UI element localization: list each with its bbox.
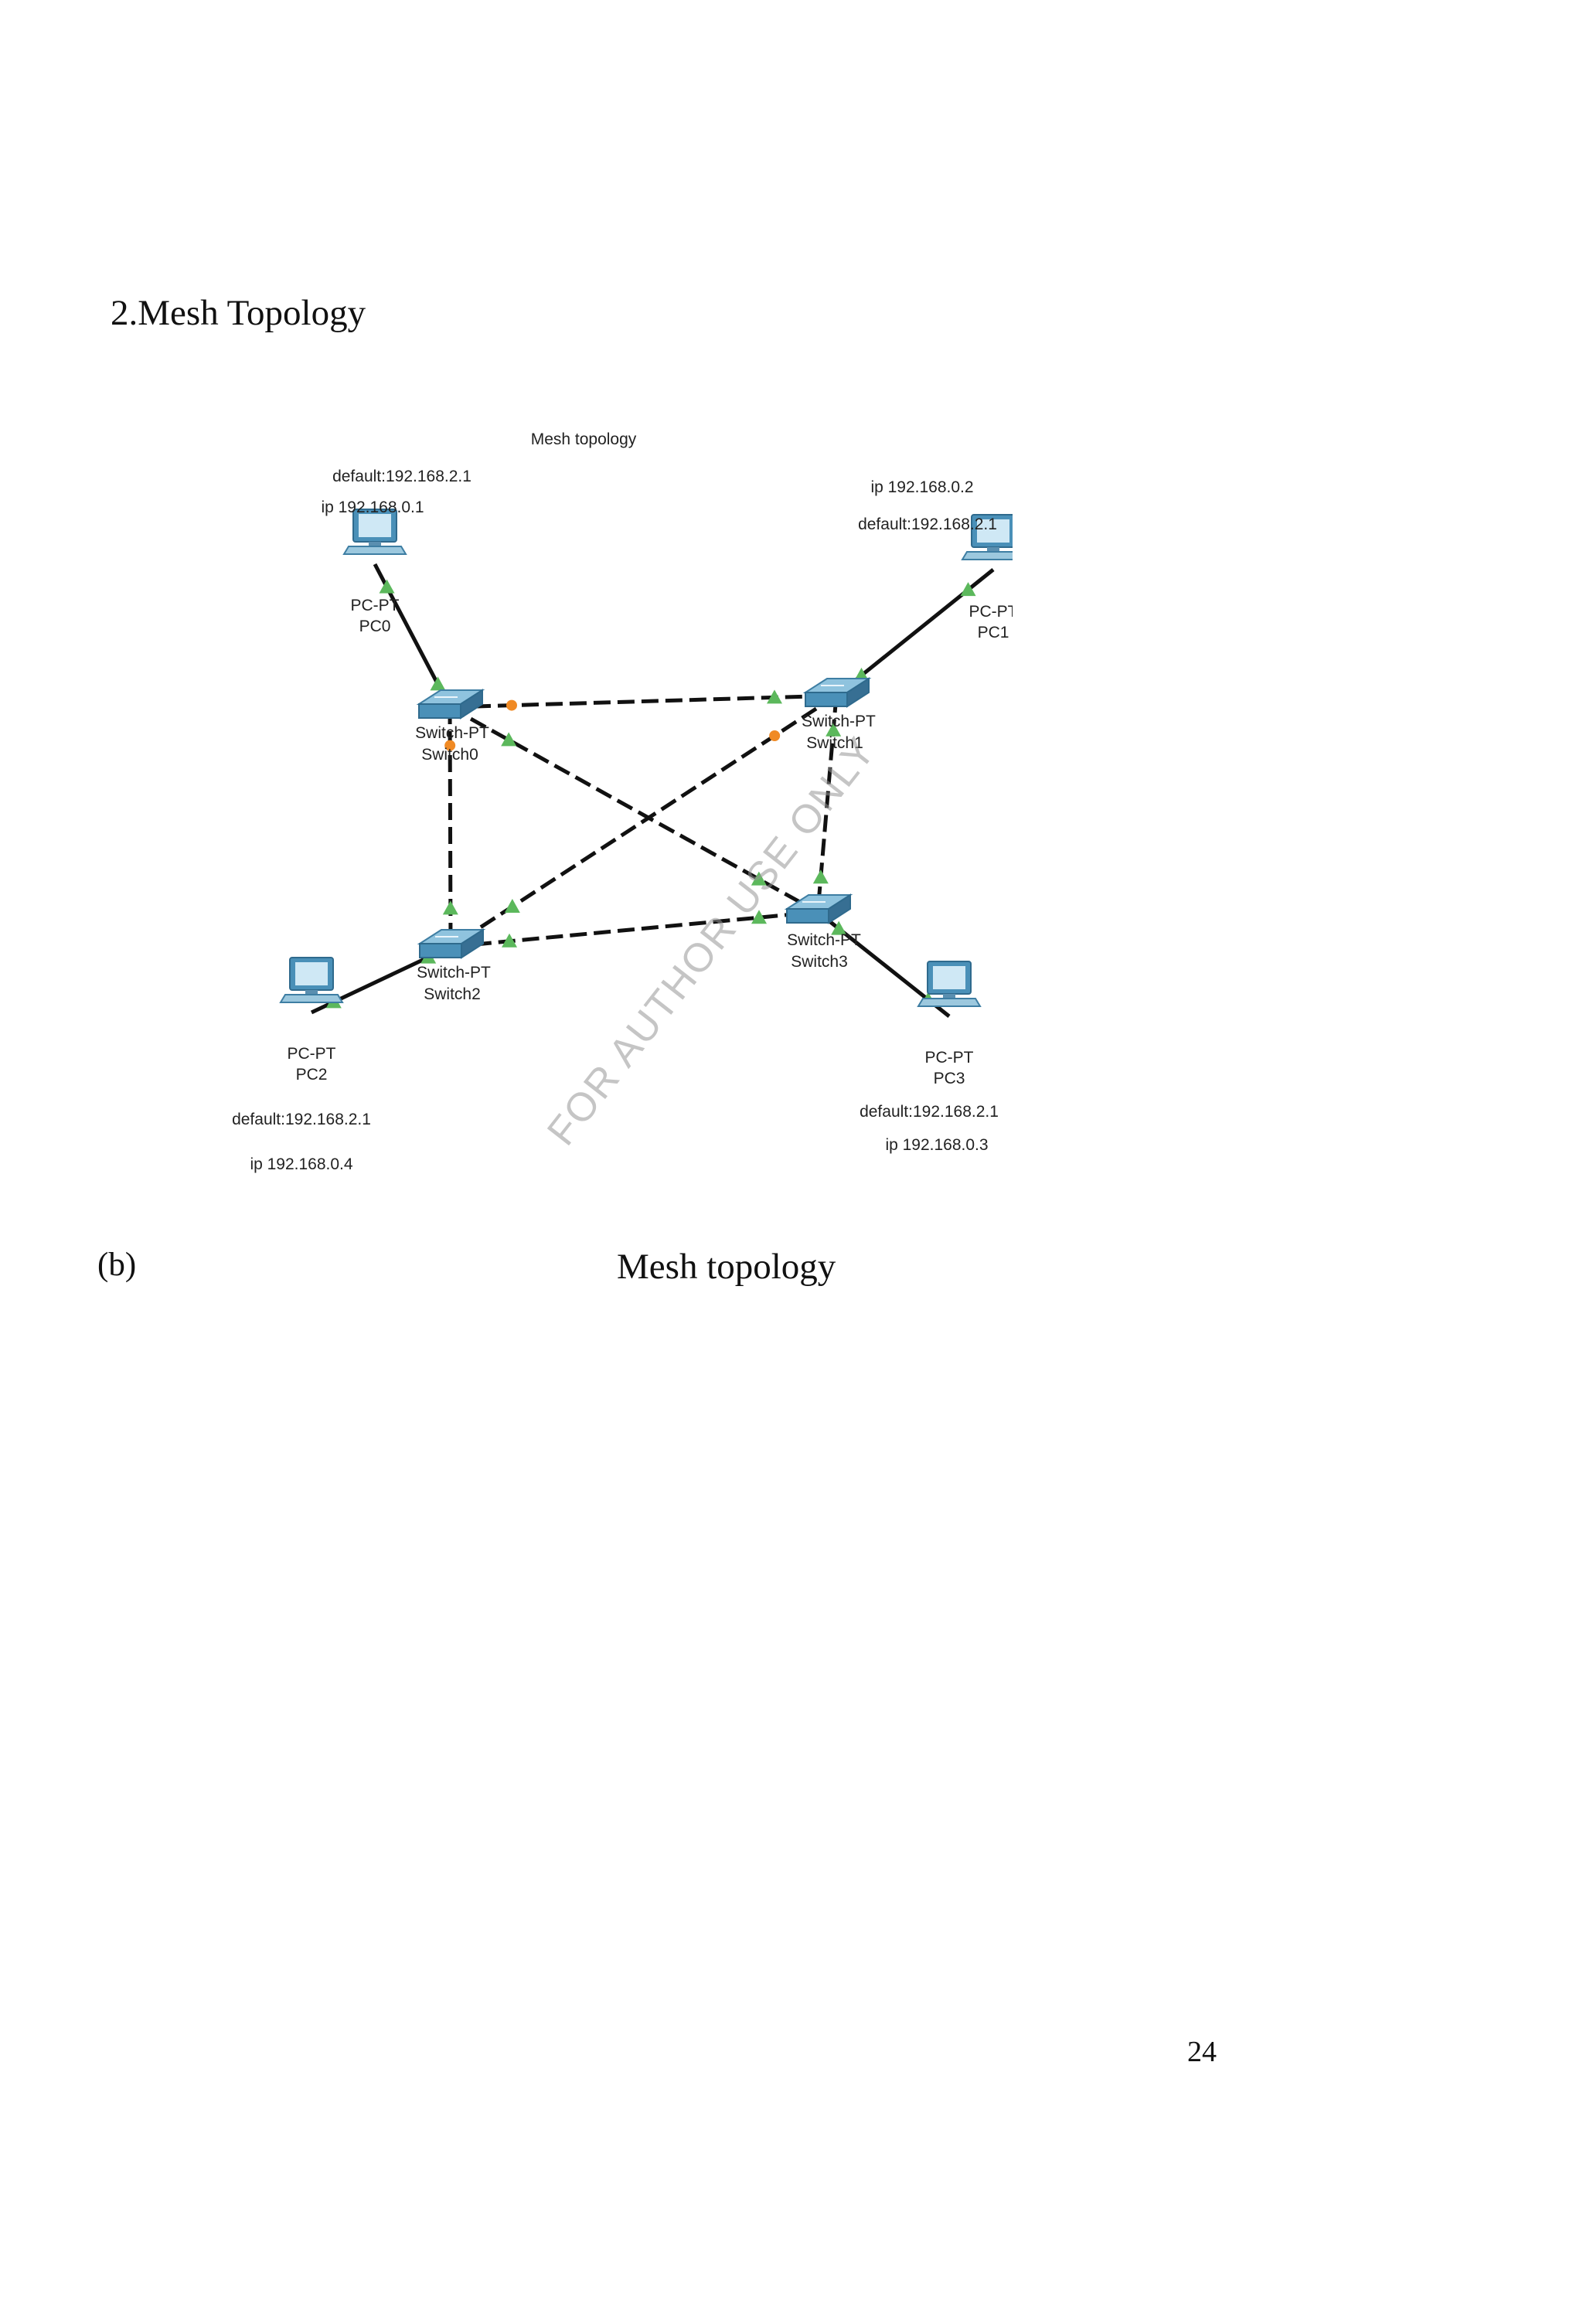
page-number: 24 [1187, 2036, 1217, 2068]
link-up-marker [751, 871, 767, 886]
sw1-switch-icon[interactable] [802, 677, 872, 708]
switch0-name-label: Switch0 [421, 746, 478, 764]
pc0-pc-icon[interactable] [342, 509, 407, 555]
pc2-ip-label: ip 192.168.0.4 [250, 1155, 352, 1173]
figure-caption: Mesh topology [617, 1247, 836, 1287]
pc2-name-label: PC2 [296, 1066, 328, 1084]
pc1-gateway-label: default:192.168.2.1 [858, 515, 997, 533]
pc0-ip-label: ip 192.168.0.1 [321, 498, 424, 516]
link-up-marker [826, 722, 842, 737]
nodes-layer [279, 509, 1013, 1007]
switch3-name-label: Switch3 [791, 953, 848, 971]
pc3-type-label: PC-PT [925, 1049, 974, 1067]
link-up-marker [751, 910, 767, 924]
switch3-type-label: Switch-PT [787, 931, 861, 949]
link-blocked-marker [769, 730, 781, 741]
link-up-marker [767, 689, 782, 704]
link-up-marker [812, 869, 829, 884]
pc1-pc-icon[interactable] [961, 514, 1013, 560]
pc1-ip-label: ip 192.168.0.2 [870, 478, 973, 496]
pc2-type-label: PC-PT [288, 1045, 336, 1063]
link-up-marker [504, 899, 520, 913]
pc1-type-label: PC-PT [969, 603, 1013, 621]
mesh-topology-figure: Mesh topology default:192.168.2.1 ip 192… [224, 421, 1013, 1194]
switch2-type-label: Switch-PT [417, 964, 491, 982]
pc2-pc-icon[interactable] [279, 957, 344, 1003]
network-diagram: Mesh topology default:192.168.2.1 ip 192… [232, 430, 1013, 1173]
pc3-pc-icon[interactable] [917, 961, 982, 1007]
sw2-switch-icon[interactable] [417, 928, 486, 959]
pc0-name-label: PC0 [359, 618, 391, 635]
link-up-marker [960, 582, 976, 597]
pc3-gateway-label: default:192.168.2.1 [860, 1103, 999, 1121]
link-up-marker [430, 676, 446, 691]
sw3-switch-icon[interactable] [784, 893, 853, 924]
pc3-name-label: PC3 [934, 1070, 965, 1087]
link-up-marker [502, 933, 517, 948]
link-up-marker [831, 920, 847, 935]
diagram-title: Mesh topology [531, 430, 637, 448]
pc0-type-label: PC-PT [351, 597, 400, 614]
pc0-gateway-label: default:192.168.2.1 [332, 468, 471, 485]
pc3-ip-label: ip 192.168.0.3 [885, 1136, 988, 1154]
link-blocked-marker [444, 740, 456, 751]
switch2-name-label: Switch2 [424, 985, 481, 1003]
pc1-name-label: PC1 [978, 624, 1009, 641]
links-layer [310, 563, 995, 1018]
pc2-gateway-label: default:192.168.2.1 [232, 1111, 371, 1128]
section-heading: 2.Mesh Topology [111, 293, 366, 333]
switch0-type-label: Switch-PT [415, 724, 489, 742]
link-up-marker [501, 732, 517, 747]
switch1-type-label: Switch-PT [802, 713, 876, 730]
sw0-switch-icon[interactable] [416, 689, 485, 720]
link-up-marker [379, 579, 395, 594]
link-blocked-marker [506, 699, 517, 711]
switch1-name-label: Switch1 [806, 734, 863, 752]
figure-label: (b) [97, 1247, 137, 1283]
link-up-marker [442, 900, 458, 915]
